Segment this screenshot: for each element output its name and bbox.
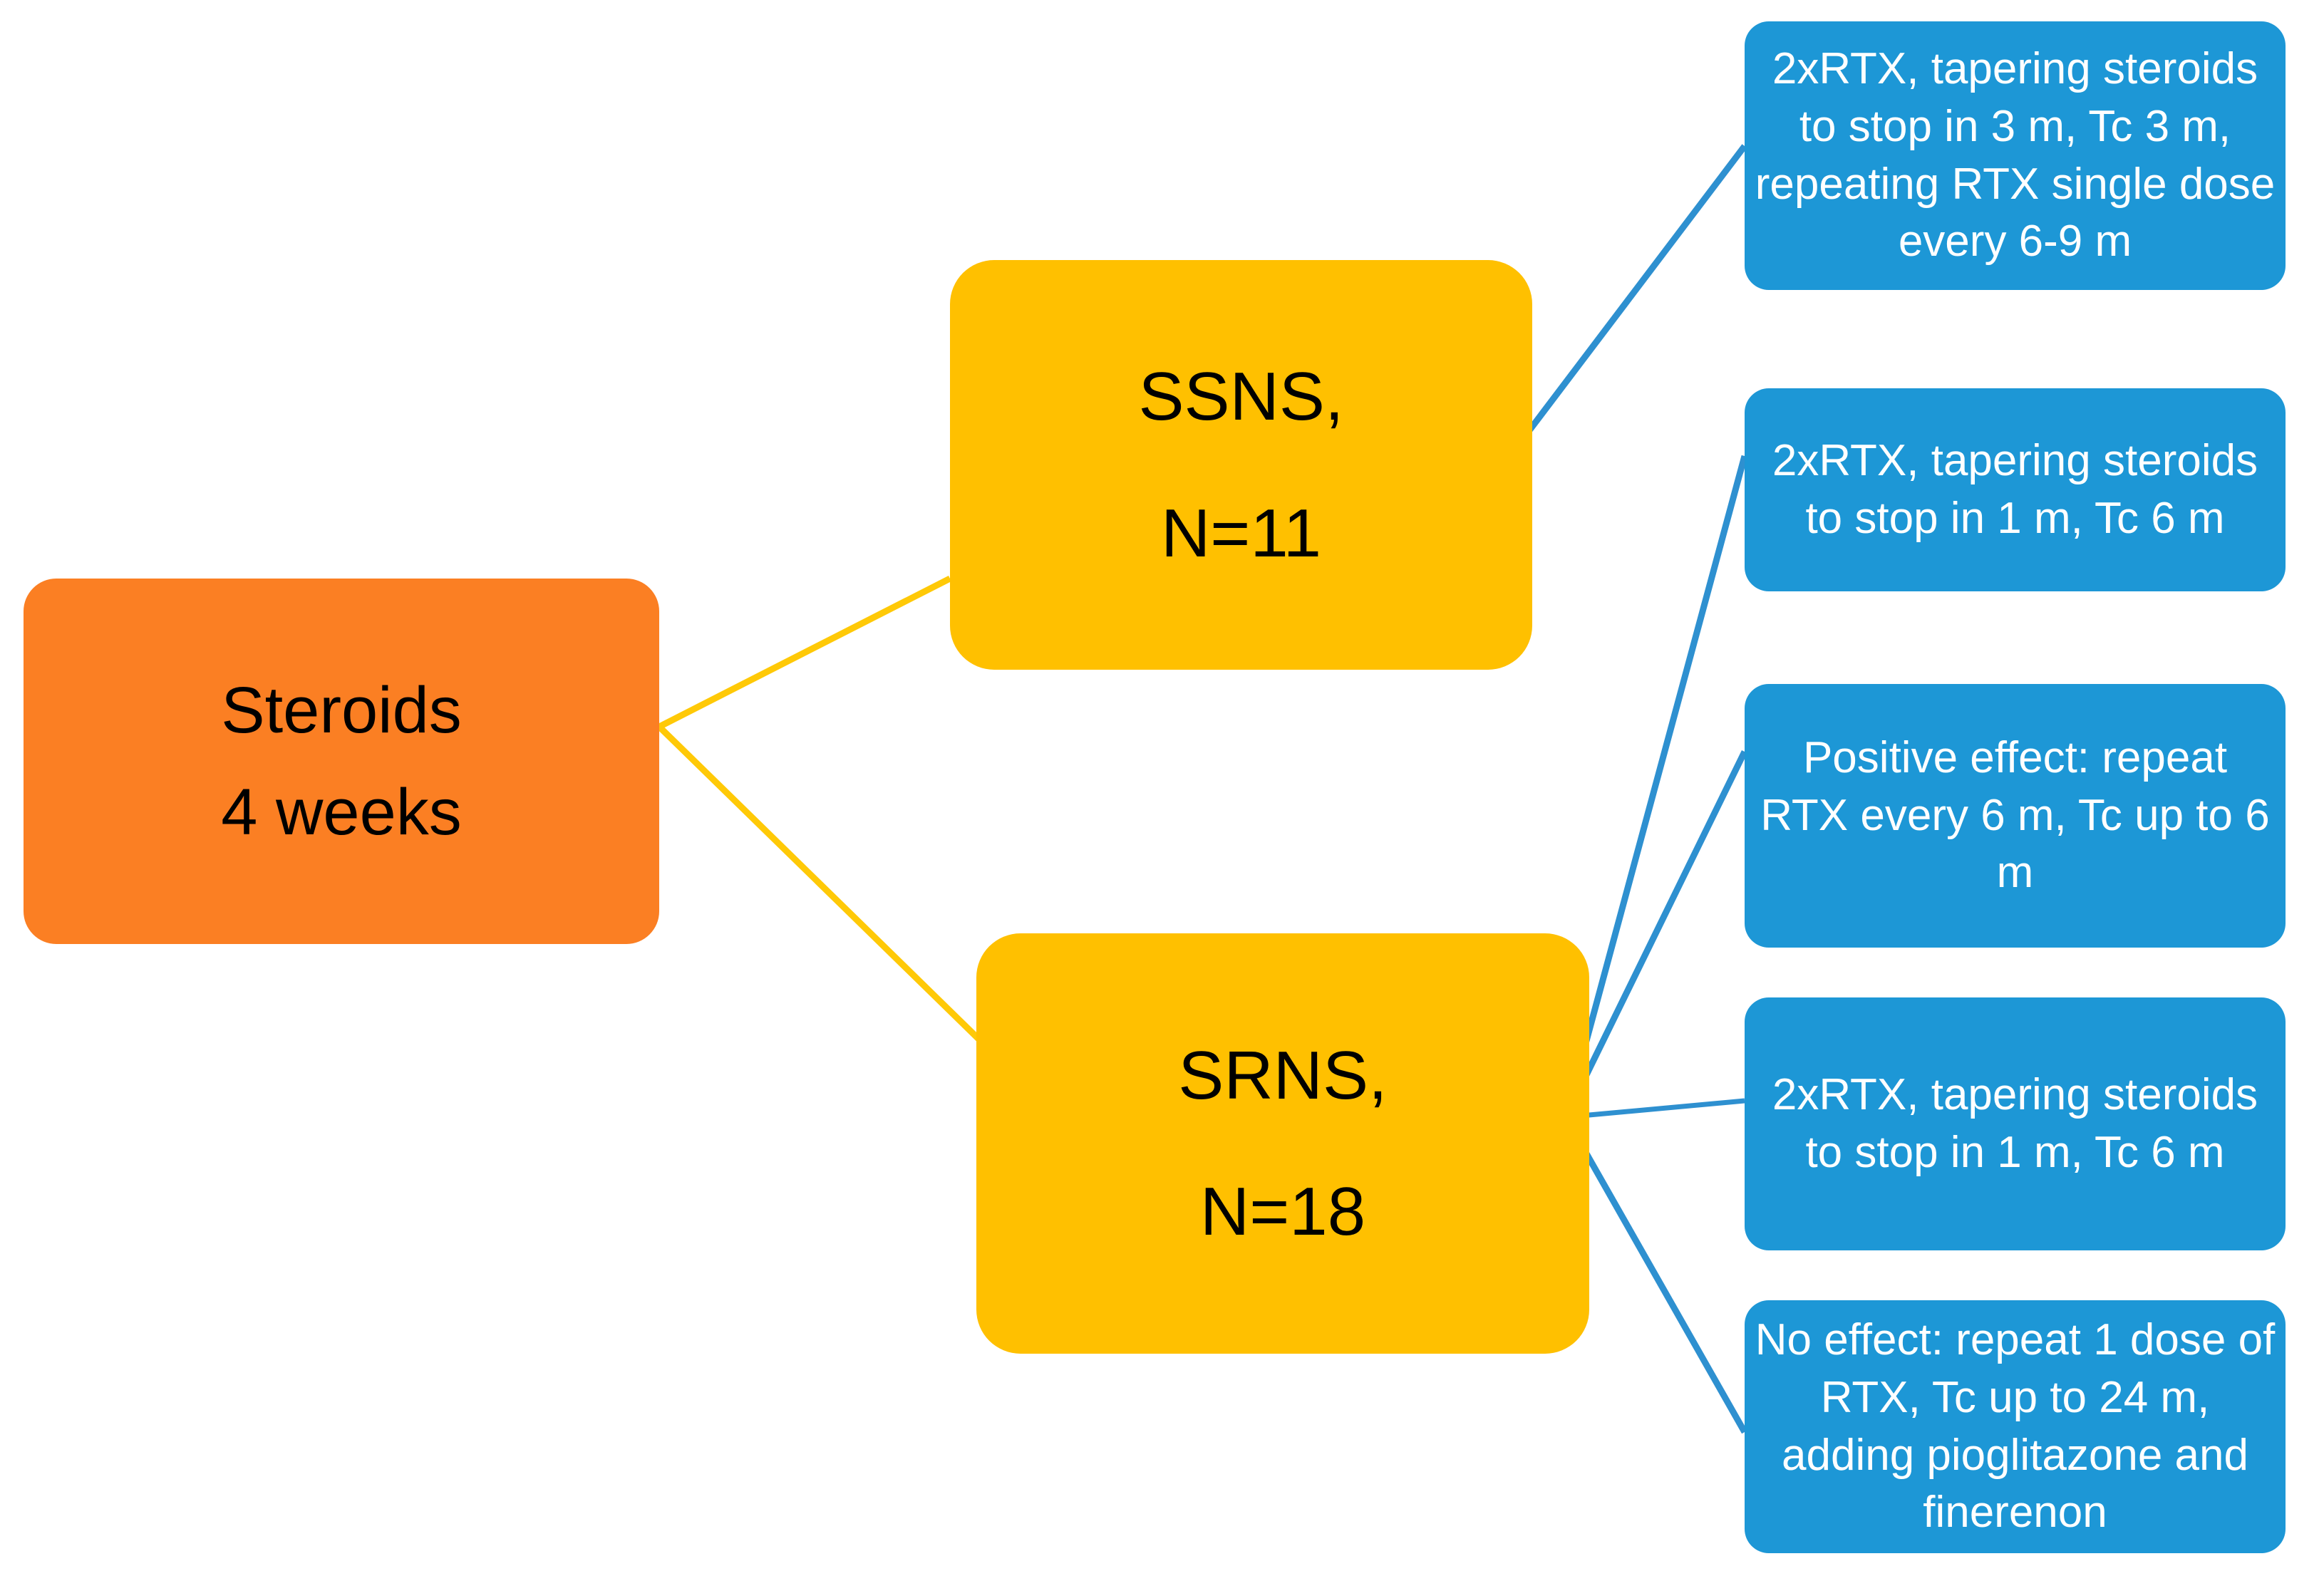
node-ssns-protocol-text: 2xRTX, tapering steroids to stop in 3 m,… — [1755, 44, 2276, 266]
connector-root-to-srns — [656, 724, 983, 1043]
node-srns-protocol-2[interactable]: 2xRTX, tapering steroids to stop in 1 m,… — [1745, 997, 2286, 1250]
node-srns-positive-effect-text: Positive effect: repeat RTX every 6 m, T… — [1760, 733, 2270, 898]
node-ssns[interactable]: SSNS, N=11 — [950, 260, 1532, 670]
connector-srns-to-leaf-2 — [1562, 750, 1748, 1119]
node-srns-line1: SRNS, — [1178, 1037, 1388, 1114]
node-srns-positive-effect[interactable]: Positive effect: repeat RTX every 6 m, T… — [1745, 684, 2286, 948]
node-srns-protocol-2-text: 2xRTX, tapering steroids to stop in 1 m,… — [1772, 1069, 2258, 1177]
node-srns-no-effect-text: No effect: repeat 1 dose of RTX, Tc up t… — [1755, 1315, 2276, 1538]
connector-srns-to-leaf-4 — [1563, 1115, 1747, 1434]
node-srns-no-effect[interactable]: No effect: repeat 1 dose of RTX, Tc up t… — [1745, 1300, 2286, 1553]
node-srns-protocol-1[interactable]: 2xRTX, tapering steroids to stop in 1 m,… — [1745, 388, 2286, 591]
node-ssns-line2: N=11 — [1160, 494, 1322, 571]
node-steroids-line2: 4 weeks — [221, 775, 462, 849]
connector-srns-to-leaf-3 — [1565, 1098, 1745, 1120]
node-srns-line2: N=18 — [1199, 1173, 1366, 1250]
node-steroids-line1: Steroids — [221, 673, 462, 747]
node-ssns-line1: SSNS, — [1138, 358, 1344, 435]
connector-root-to-ssns — [657, 575, 952, 730]
connector-ssns-to-leaf-0 — [1504, 144, 1747, 462]
node-srns-protocol-1-text: 2xRTX, tapering steroids to stop in 1 m,… — [1772, 435, 2258, 543]
node-ssns-protocol[interactable]: 2xRTX, tapering steroids to stop in 3 m,… — [1745, 21, 2286, 290]
node-srns[interactable]: SRNS, N=18 — [976, 933, 1589, 1354]
node-steroids[interactable]: Steroids 4 weeks — [24, 579, 659, 944]
connector-srns-to-leaf-1 — [1562, 455, 1748, 1119]
